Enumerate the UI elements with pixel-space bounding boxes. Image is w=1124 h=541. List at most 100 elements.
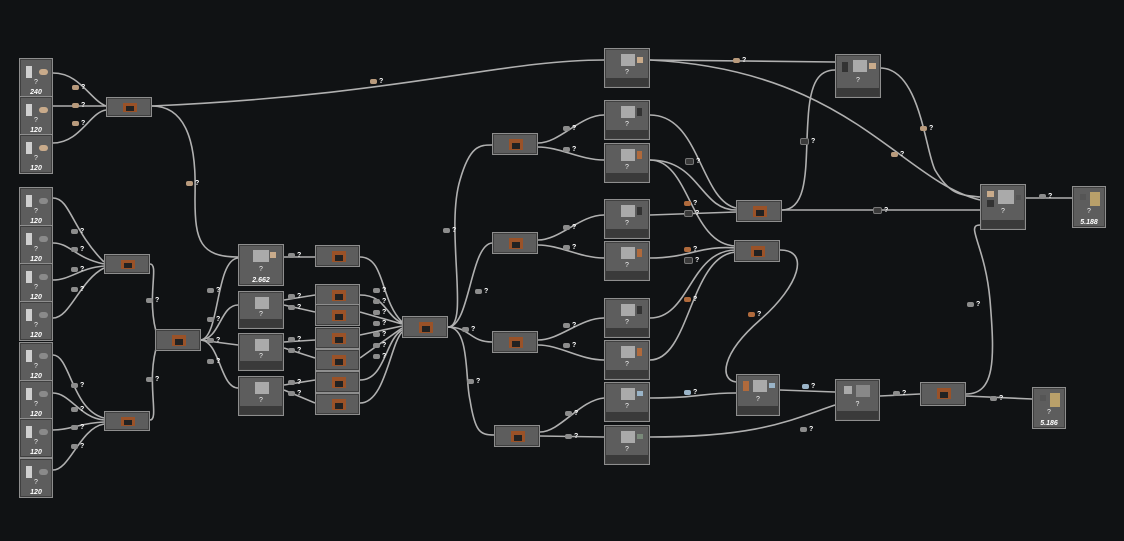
- wire: [649, 249, 737, 319]
- wire-label: ?: [802, 383, 815, 390]
- source-node[interactable]: ? 120: [19, 301, 53, 341]
- merger-node[interactable]: [315, 245, 360, 267]
- plate-icon: [373, 332, 380, 337]
- splitter-node[interactable]: [492, 331, 538, 353]
- merger-node[interactable]: [920, 382, 966, 406]
- machine-icon: [255, 297, 269, 309]
- merger-node[interactable]: [402, 316, 448, 338]
- merger-node[interactable]: [315, 393, 360, 415]
- drill-icon: [26, 142, 48, 154]
- wire: [359, 311, 403, 325]
- source-node[interactable]: ? 120: [19, 458, 53, 498]
- coal-icon: [684, 257, 693, 264]
- producer-node[interactable]: ?: [604, 100, 650, 140]
- machine-node[interactable]: ?: [238, 376, 284, 416]
- wire-label: ?: [373, 320, 386, 327]
- wire: [52, 265, 105, 281]
- merger-node[interactable]: [736, 200, 782, 222]
- output-node[interactable]: ?5.186: [1032, 387, 1066, 429]
- assembler-node[interactable]: ?: [736, 374, 780, 416]
- merger-node[interactable]: [155, 329, 201, 351]
- machine-icon: [621, 149, 642, 161]
- merger-node[interactable]: [315, 349, 360, 371]
- machine-node[interactable]: ? 2.662: [238, 244, 284, 286]
- plate-icon: [373, 321, 380, 326]
- factory-node[interactable]: ?: [980, 184, 1026, 230]
- ore-icon: [733, 58, 740, 63]
- wire-label: ?: [373, 353, 386, 360]
- wire-label: ?: [71, 382, 84, 389]
- wire: [537, 344, 605, 361]
- merger-node[interactable]: [315, 327, 360, 349]
- producer-node[interactable]: ?: [604, 382, 650, 422]
- wire-label: ?: [71, 246, 84, 253]
- merger-node[interactable]: [315, 371, 360, 393]
- wire: [199, 339, 239, 389]
- drill-icon: [26, 426, 48, 438]
- producer-node[interactable]: ?: [604, 241, 650, 281]
- source-node[interactable]: ? 120: [19, 380, 53, 420]
- wire: [283, 294, 316, 301]
- ore-icon: [71, 425, 78, 430]
- wire-label: ?: [565, 433, 578, 440]
- assembler-icon: [842, 60, 876, 72]
- ore-icon: [370, 79, 377, 84]
- wire-label: ?: [288, 379, 301, 386]
- source-node[interactable]: ? 120: [19, 225, 53, 265]
- splitter-icon: [121, 260, 135, 269]
- wire-label: ?: [800, 426, 813, 433]
- producer-node[interactable]: ?: [604, 48, 650, 88]
- wire: [149, 263, 159, 339]
- plate-icon: [462, 327, 469, 332]
- wire: [359, 325, 403, 336]
- wire: [447, 144, 493, 328]
- splitter-node[interactable]: [104, 254, 150, 274]
- source-node[interactable]: ? 240: [19, 58, 53, 98]
- wire-label: ?: [891, 151, 904, 158]
- source-node[interactable]: ? 120: [19, 263, 53, 303]
- wire-label: ?: [288, 336, 301, 343]
- splitter-node[interactable]: [106, 97, 152, 117]
- machine-node[interactable]: ?: [238, 291, 284, 329]
- wire-label: ?: [207, 358, 220, 365]
- wire-label: ?: [733, 57, 746, 64]
- splitter-node[interactable]: [492, 232, 538, 254]
- merger-node[interactable]: [315, 304, 360, 326]
- wire-label: ?: [288, 293, 301, 300]
- producer-node[interactable]: ?: [604, 340, 650, 380]
- source-node[interactable]: ? 120: [19, 418, 53, 458]
- source-node[interactable]: ? 120: [19, 134, 53, 174]
- producer-node[interactable]: ?: [604, 143, 650, 183]
- splitter-node[interactable]: [104, 411, 150, 431]
- producer-node[interactable]: ?: [604, 298, 650, 338]
- producer-node[interactable]: ?: [604, 425, 650, 465]
- wire-label: ?: [443, 227, 456, 234]
- merger-icon: [753, 206, 767, 217]
- splitter-node[interactable]: [494, 425, 540, 447]
- wire: [359, 329, 403, 381]
- source-node[interactable]: ? 120: [19, 96, 53, 136]
- wire-label: ?: [563, 322, 576, 329]
- drill-icon: [26, 233, 48, 245]
- assembler-node[interactable]: ?: [835, 379, 880, 421]
- wire: [649, 251, 737, 361]
- merger-node[interactable]: [734, 240, 780, 262]
- output-node[interactable]: ?5.188: [1072, 186, 1106, 228]
- plate-icon: [475, 289, 482, 294]
- machine-icon: [621, 304, 642, 316]
- merger-icon: [419, 322, 433, 333]
- assembler-icon: [743, 380, 775, 392]
- assembler-node[interactable]: ?: [835, 54, 881, 98]
- wire: [537, 244, 605, 259]
- merger-icon: [332, 377, 346, 388]
- merger-node[interactable]: [315, 284, 360, 306]
- machine-node[interactable]: ?: [238, 333, 284, 371]
- wire: [359, 331, 403, 404]
- ore-icon: [920, 126, 927, 131]
- source-node[interactable]: ? 120: [19, 342, 53, 382]
- wire-label: ?: [288, 304, 301, 311]
- producer-node[interactable]: ?: [604, 199, 650, 239]
- splitter-node[interactable]: [492, 133, 538, 155]
- wire-label: ?: [684, 389, 697, 396]
- source-node[interactable]: ? 120: [19, 187, 53, 227]
